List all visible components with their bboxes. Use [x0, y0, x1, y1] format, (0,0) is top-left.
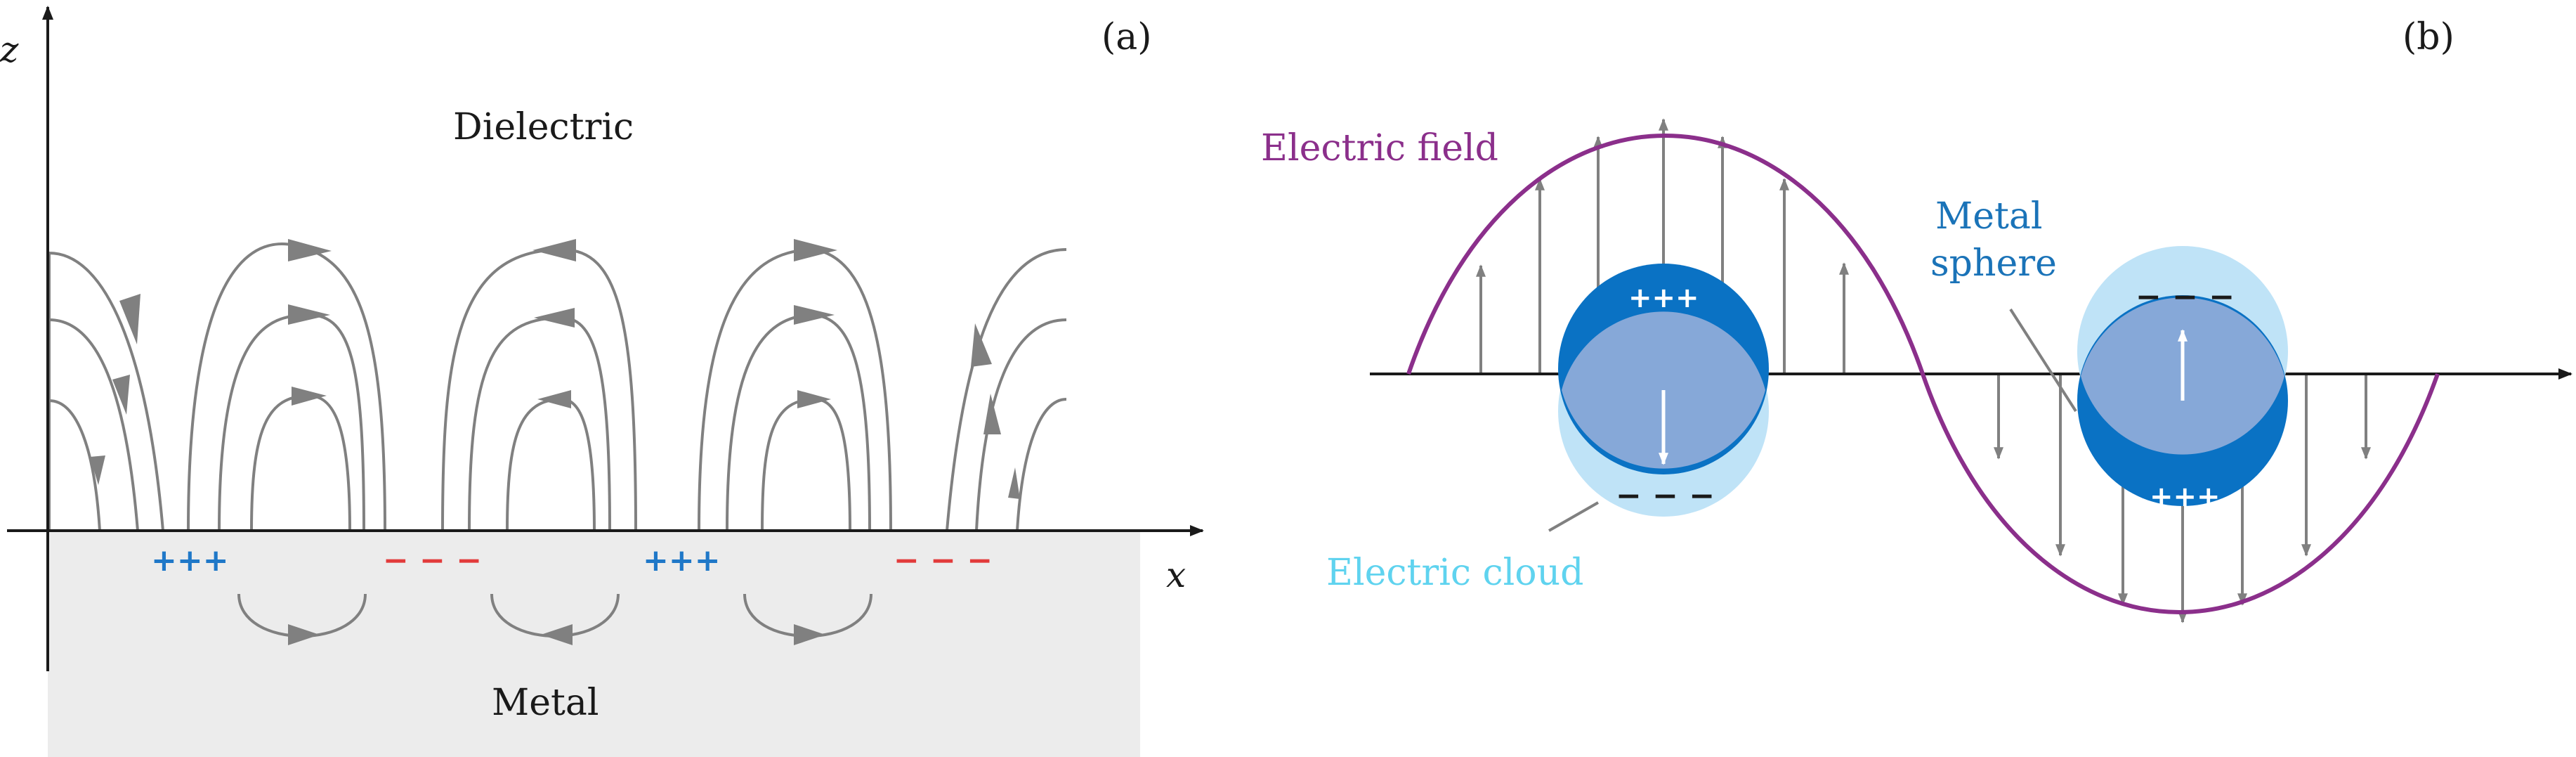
metal-sphere-label-line2: sphere: [1930, 242, 2057, 285]
sphere-2-top-charge: − − −: [2136, 279, 2235, 315]
field-lines: [48, 242, 1067, 531]
z-axis-label: z: [0, 30, 19, 70]
x-axis-label: x: [1166, 555, 1186, 595]
negative-charge-1: − − −: [383, 543, 482, 578]
positive-charge-1: +++: [151, 543, 229, 578]
sphere-1-top-charge: +++: [1628, 282, 1699, 314]
arrow-head: [537, 390, 571, 408]
current-arrow: [541, 624, 573, 645]
arrow-head: [983, 394, 1001, 434]
metal-region: [48, 531, 1140, 757]
negative-charge-2: − − −: [894, 543, 993, 578]
panel-a-tag: (a): [1101, 16, 1152, 58]
current-arrow: [288, 624, 320, 645]
dielectric-label: Dielectric: [453, 106, 634, 148]
sphere-1-bottom-charge: − − −: [1616, 478, 1715, 514]
arrow-head: [288, 304, 330, 325]
metal-sphere-leader: [2009, 308, 2077, 413]
arrow-head: [90, 455, 105, 485]
electric-cloud-leader: [1548, 501, 1599, 532]
metal-label: Metal: [492, 682, 599, 724]
arrow-head: [797, 390, 831, 408]
metal-sphere-label-line1: Metal: [1935, 195, 2043, 238]
arrow-head: [292, 387, 327, 406]
electric-field-curve: [1406, 134, 2440, 614]
arrow-head: [794, 305, 835, 325]
arrow-head: [288, 239, 332, 261]
panel-b-tag: (b): [2402, 16, 2454, 58]
field-line-arrows: [90, 239, 1020, 499]
arrow-head: [971, 323, 992, 367]
electric-field-label: Electric field: [1261, 127, 1498, 169]
sphere-1: +++ − − −: [1558, 264, 1769, 517]
electric-cloud-label: Electric cloud: [1326, 552, 1583, 594]
sphere-2: − − − +++: [2077, 246, 2288, 513]
arrow-head: [534, 308, 575, 328]
panel-b: (b): [1261, 16, 2572, 623]
current-arrow: [794, 624, 825, 645]
positive-charge-2: +++: [643, 543, 721, 578]
arrow-head: [1008, 467, 1020, 499]
metal-currents: [237, 593, 872, 645]
arrow-head: [119, 294, 140, 344]
arrow-head: [532, 239, 576, 261]
arrow-head: [794, 239, 837, 261]
panel-a: z x (a) Dielectric Metal +++ − − − +++ −…: [0, 6, 1204, 757]
sphere-2-bottom-charge: +++: [2150, 481, 2221, 513]
arrow-head: [112, 375, 130, 415]
